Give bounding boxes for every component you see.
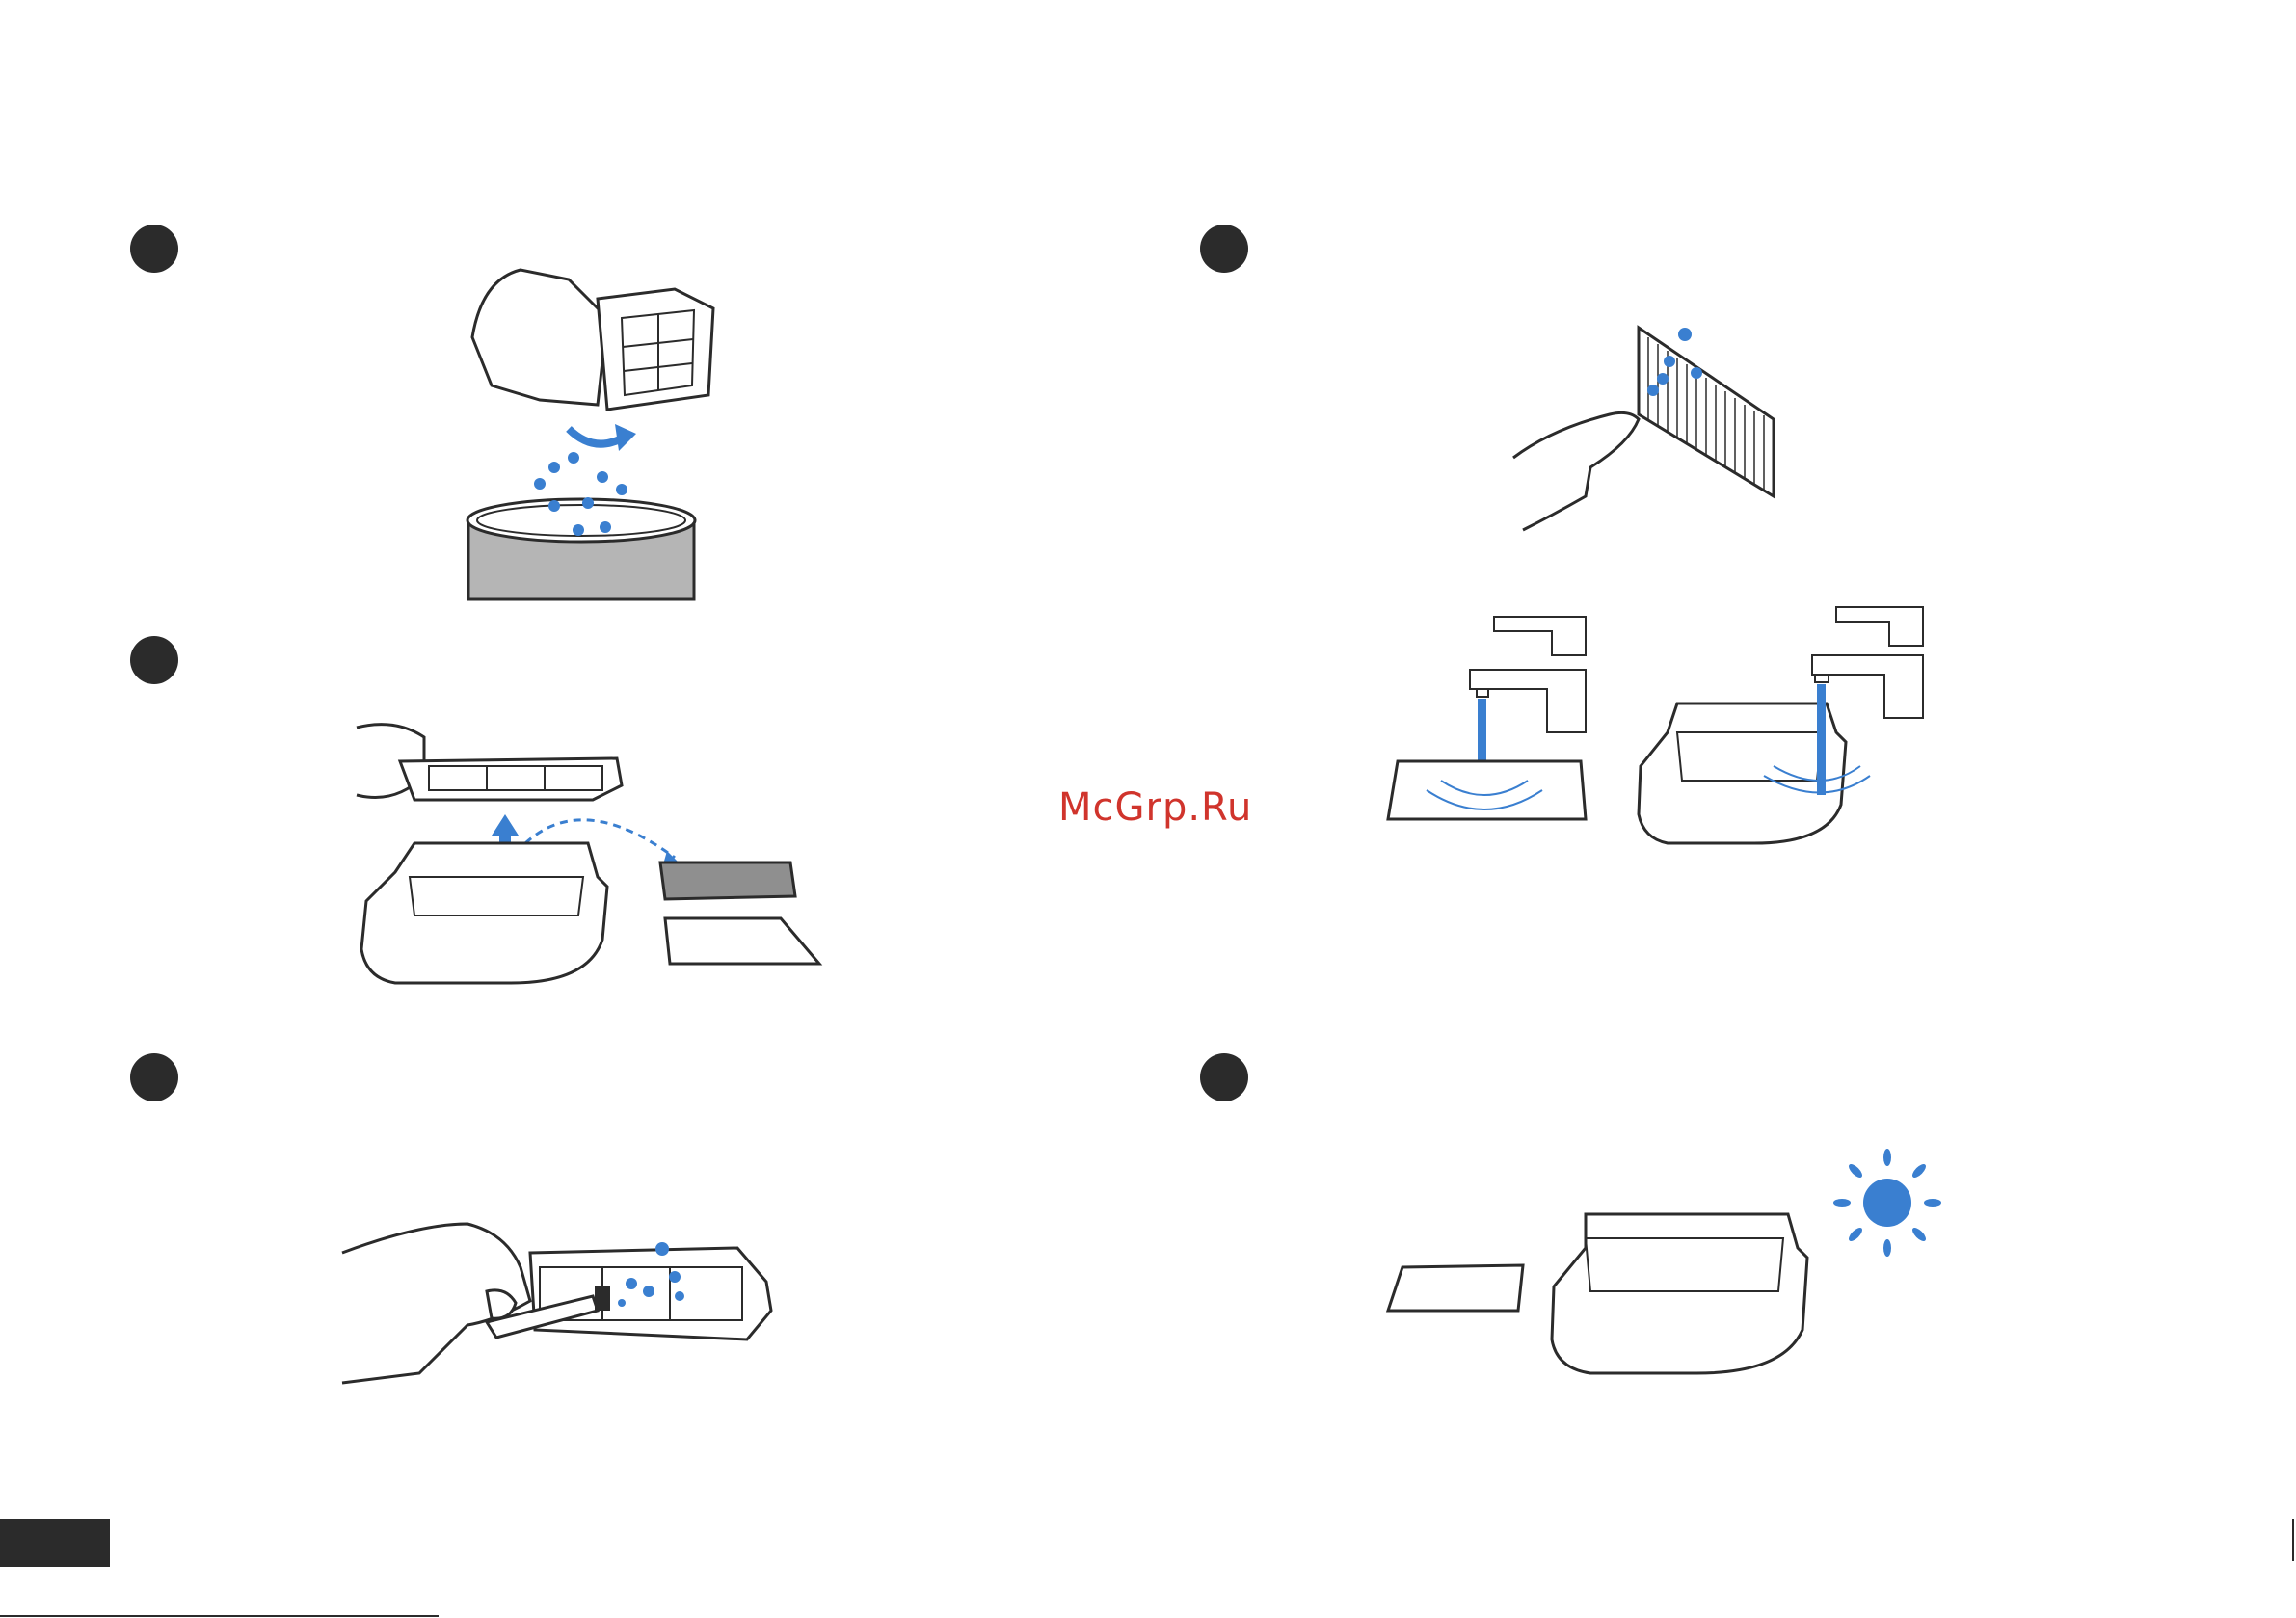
sun-icon [1834,1150,1940,1256]
bottom-rule [0,1615,439,1617]
remove-filter-illustration [357,718,824,988]
tap-filter-illustration [1513,323,1793,540]
step-marker-1 [130,225,178,273]
rinse-with-water-illustration [1388,602,1947,848]
page-number-tab [0,1519,110,1567]
step-marker-3 [130,1053,178,1101]
watermark: McGrp.Ru [1058,785,1252,830]
step-marker-4 [1200,225,1248,273]
empty-dustbin-illustration [453,260,723,602]
brush-filter-illustration [342,1214,795,1388]
step-marker-2 [130,636,178,684]
step-marker-5 [1200,1053,1248,1101]
right-edge-mark [2292,1519,2294,1561]
